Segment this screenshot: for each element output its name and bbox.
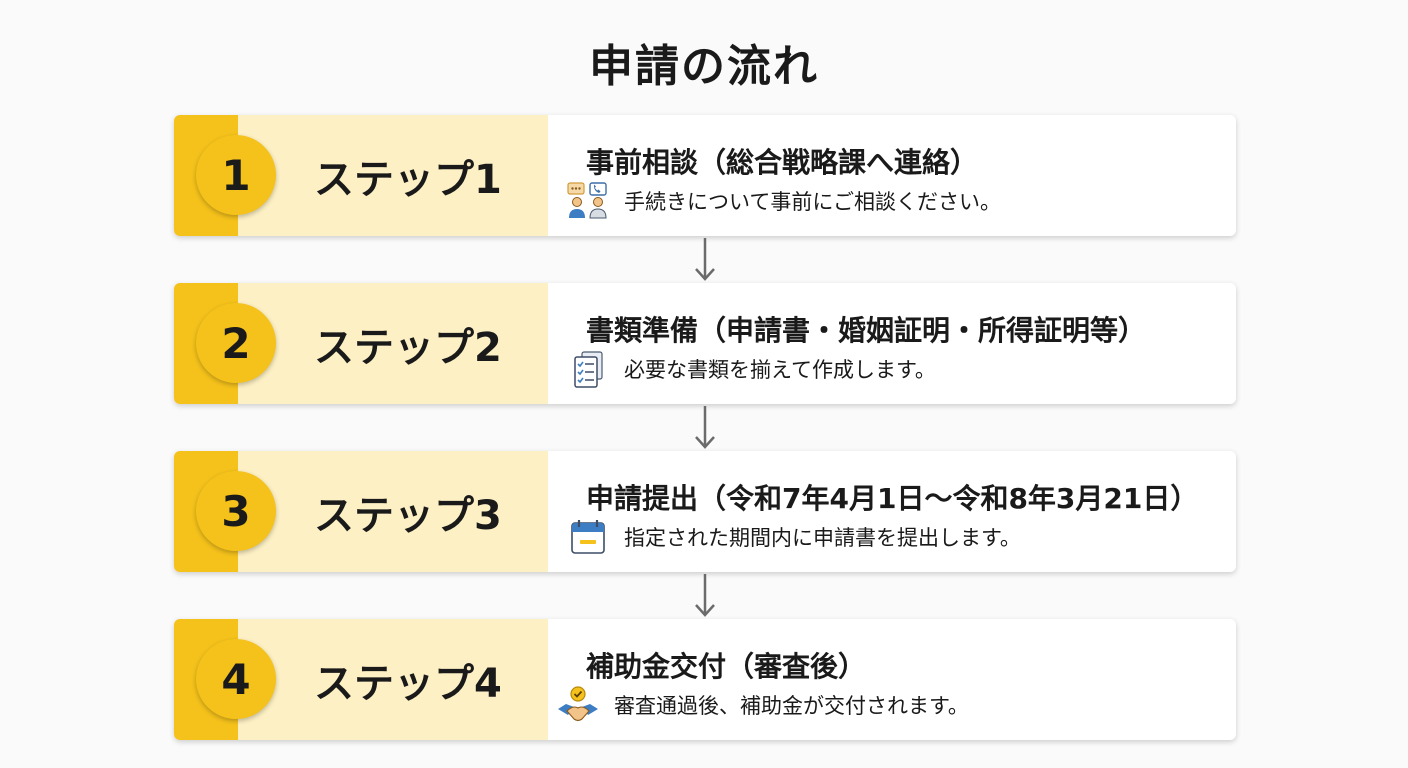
step-label: ステップ4 — [314, 660, 502, 707]
step-label-panel — [238, 115, 548, 236]
step-description: 審査通過後、補助金が交付されます。 — [614, 694, 969, 718]
step-card-2: 2 ステップ2 書類準備（申請書・婚姻証明・所得証明等） 必要な書類を揃えて作成… — [174, 283, 1236, 404]
arrow-down-icon — [695, 574, 715, 617]
step-card-4: 4 ステップ4 補助金交付（審査後） 審査通過後、補助金が交付されます。 — [174, 619, 1236, 740]
step-number-badge: 3 — [196, 471, 276, 551]
step-number-badge: 2 — [196, 303, 276, 383]
consultation-icon — [566, 181, 610, 221]
step-heading: 申請提出（令和7年4月1日〜令和8年3月21日） — [586, 482, 1199, 515]
arrow-down-icon — [695, 238, 715, 281]
handshake-icon — [556, 685, 600, 725]
step-label: ステップ2 — [314, 324, 502, 371]
step-heading: 補助金交付（審査後） — [586, 650, 867, 683]
step-card-3: 3 ステップ3 申請提出（令和7年4月1日〜令和8年3月21日） 指定された期間… — [174, 451, 1236, 572]
step-label: ステップ3 — [314, 492, 502, 539]
step-label-panel — [238, 619, 548, 740]
page-title: 申請の流れ — [589, 41, 819, 92]
step-label: ステップ1 — [314, 156, 502, 203]
step-label-panel — [238, 283, 548, 404]
step-description: 指定された期間内に申請書を提出します。 — [624, 526, 1021, 550]
step-description: 必要な書類を揃えて作成します。 — [624, 358, 936, 382]
step-number-badge: 4 — [196, 639, 276, 719]
step-heading: 事前相談（総合戦略課へ連絡） — [586, 146, 979, 179]
step-description: 手続きについて事前にご相談ください。 — [624, 190, 1001, 214]
calendar-icon — [566, 517, 610, 557]
step-heading: 書類準備（申請書・婚姻証明・所得証明等） — [586, 314, 1147, 347]
step-card-1: 1 ステップ1 事前相談（総合戦略課へ連絡） 手続きについて事前にご相談ください… — [174, 115, 1236, 236]
arrow-down-icon — [695, 406, 715, 449]
document-checklist-icon — [566, 349, 610, 389]
step-number-badge: 1 — [196, 135, 276, 215]
step-label-panel — [238, 451, 548, 572]
